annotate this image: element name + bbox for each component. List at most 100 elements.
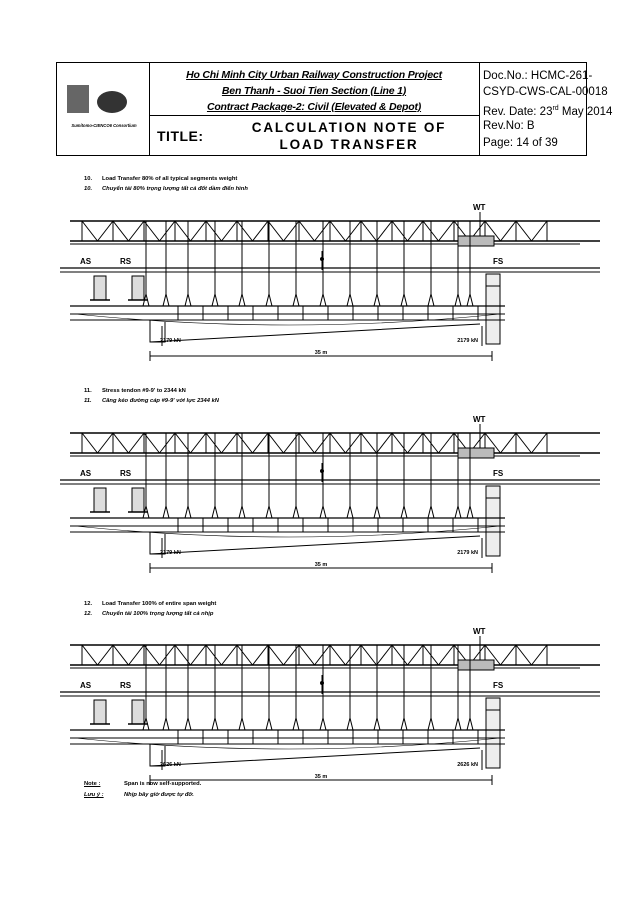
- truss-diagonal: [484, 220, 501, 242]
- truss-diagonal: [329, 644, 346, 666]
- truss-diagonal: [484, 644, 501, 666]
- truss-diagonal: [329, 432, 346, 454]
- as-support-label: AS: [80, 469, 92, 478]
- wt-label: WT: [473, 415, 486, 424]
- fs-support-label: FS: [493, 469, 504, 478]
- hanger-clamp-icon: [400, 717, 408, 731]
- span-dimension-label: 35 m: [315, 350, 328, 356]
- hanger-clamp-icon: [400, 293, 408, 307]
- hanger-clamp-icon: [265, 293, 273, 307]
- rs-support-label: RS: [120, 681, 132, 690]
- truss-diagonal: [205, 644, 222, 666]
- doc-no-line1: Doc.No.: HCMC-261-: [483, 70, 593, 82]
- truss-diagonal: [515, 220, 532, 242]
- truss-diagonal: [236, 220, 253, 242]
- truss-diagonal: [97, 644, 114, 666]
- consortium-name: Sumitomo-CIENCO6 Consortium: [71, 123, 137, 128]
- truss-diagonal: [221, 432, 238, 454]
- truss-diagonal: [314, 644, 331, 666]
- document-info-cell: Doc.No.: HCMC-261- CSYD-CWS-CAL-00018 Re…: [479, 63, 612, 155]
- left-reaction-label: 2626 kN: [160, 762, 181, 768]
- truss-diagonal: [376, 432, 393, 454]
- pier-segment: [150, 746, 166, 767]
- truss-diagonal: [407, 432, 424, 454]
- truss-diagonal: [515, 432, 532, 454]
- document-title-line2: LOAD TRANSFER: [279, 137, 419, 152]
- hanger-clamp-icon: [466, 505, 474, 519]
- step-11-caption-vi: 11.Căng kéo đường cáp #9-9' với lực 2344…: [84, 398, 219, 404]
- hanger-clamp-icon: [466, 293, 474, 307]
- doc-no-line2: CSYD-CWS-CAL-00018: [483, 86, 608, 98]
- hanger-clamp-icon: [400, 505, 408, 519]
- truss-diagonal: [267, 644, 284, 666]
- truss-diagonal: [360, 432, 377, 454]
- truss-diagonal: [531, 220, 548, 242]
- consortium-logo-cell: Sumitomo-CIENCO6 Consortium: [57, 63, 150, 155]
- as-support-label: AS: [80, 681, 92, 690]
- hanger-clamp-icon: [162, 293, 170, 307]
- truss-diagonal: [314, 432, 331, 454]
- pier-segment: [150, 322, 166, 343]
- title-label: TITLE:: [157, 128, 204, 144]
- hanger-clamp-icon: [319, 505, 327, 519]
- truss-diagonal: [283, 220, 300, 242]
- truss-diagonal: [236, 644, 253, 666]
- project-name: Ho Chi Minh City Urban Railway Construct…: [186, 69, 442, 81]
- hanger-clamp-icon: [454, 717, 462, 731]
- truss-diagonal: [159, 644, 176, 666]
- step-11-caption-en: 11.Stress tendon #9-9' to 2344 kN: [84, 388, 186, 394]
- page-number: Page: 14 of 39: [483, 137, 558, 149]
- truss-diagonal: [221, 644, 238, 666]
- fs-pier: [485, 485, 501, 557]
- hanger-clamp-icon: [373, 717, 381, 731]
- hanger-clamp-icon: [346, 505, 354, 519]
- truss-diagonal: [438, 644, 455, 666]
- pier-segment: [150, 534, 166, 555]
- tendon-profile: [74, 525, 501, 538]
- truss-diagonal: [252, 220, 269, 242]
- right-reaction-label: 2179 kN: [457, 550, 478, 556]
- project-section: Ben Thanh - Suoi Tien Section (Line 1): [221, 85, 407, 97]
- rs-support-leg: [131, 275, 145, 301]
- step-12-caption-vi: 12.Chuyển tải 100% trọng lượng tất cả nh…: [84, 611, 214, 617]
- truss-diagonal: [407, 644, 424, 666]
- truss-diagonal: [112, 644, 129, 666]
- as-support-leg: [93, 275, 107, 301]
- truss-diagonal: [345, 644, 362, 666]
- hanger-clamp-icon: [184, 717, 192, 731]
- title-row: TITLE: CALCULATION NOTE OF LOAD TRANSFER: [149, 115, 479, 156]
- hanger-clamp-icon: [319, 293, 327, 307]
- truss-diagonal: [407, 220, 424, 242]
- rev-date: Rev. Date: 23rd May 2014: [483, 105, 613, 118]
- truss-diagonal: [360, 644, 377, 666]
- hanger-clamp-icon: [427, 505, 435, 519]
- truss-diagonal: [252, 644, 269, 666]
- truss-diagonal: [205, 220, 222, 242]
- span-dimension-label: 35 m: [315, 562, 328, 568]
- right-reaction-label: 2179 kN: [457, 338, 478, 344]
- hanger-clamp-icon: [211, 717, 219, 731]
- as-support-leg: [93, 487, 107, 513]
- hanger-clamp-icon: [292, 293, 300, 307]
- hanger-clamp-icon: [162, 717, 170, 731]
- truss-diagonal: [159, 220, 176, 242]
- truss-diagonal: [143, 220, 160, 242]
- hanger-clamp-icon: [346, 717, 354, 731]
- note-vi: Lưu ý :Nhịp bây giờ được tự đỡ.: [84, 792, 194, 798]
- step-12-caption-en: 12.Load Transfer 100% of entire span wei…: [84, 601, 217, 607]
- truss-diagonal: [391, 432, 408, 454]
- step-10-caption-en: 10.Load Transfer 80% of all typical segm…: [84, 176, 238, 182]
- truss-diagonal: [143, 644, 160, 666]
- as-support-label: AS: [80, 257, 92, 266]
- hanger-clamp-icon: [427, 293, 435, 307]
- truss-diagonal: [345, 220, 362, 242]
- rs-support-label: RS: [120, 257, 132, 266]
- truss-diagonal: [81, 220, 98, 242]
- hanger-clamp-icon: [292, 717, 300, 731]
- hanger-clamp-icon: [454, 293, 462, 307]
- hanger-clamp-icon: [292, 505, 300, 519]
- wt-label: WT: [473, 203, 486, 212]
- truss-diagonal: [236, 432, 253, 454]
